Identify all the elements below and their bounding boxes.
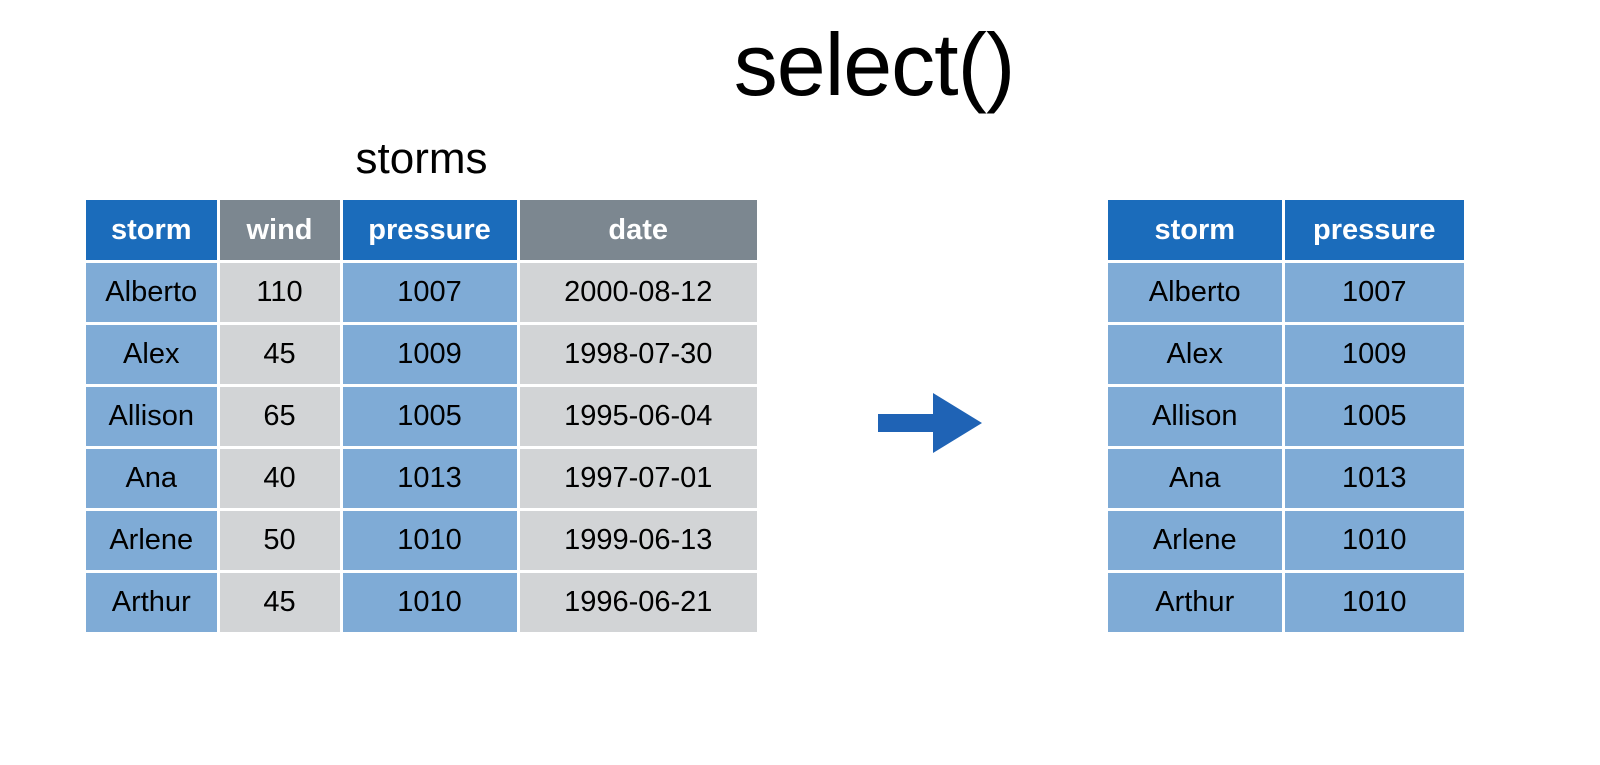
source-cell-wind: 45 [218,571,343,632]
source-cell-storm: Alberto [86,261,220,325]
right-arrow-icon [878,393,982,453]
result-cell-pressure: 1007 [1283,261,1464,325]
result-cell-pressure: 1010 [1283,571,1464,632]
source-col-header-date: date [518,200,757,263]
source-cell-wind: 65 [218,385,343,449]
source-col-header-pressure: pressure [341,200,520,263]
source-cell-date: 1996-06-21 [518,571,757,632]
result-cell-storm: Alberto [1108,261,1285,325]
source-cell-storm: Alex [86,323,220,387]
source-cell-wind: 110 [218,261,343,325]
source-col-header-storm: storm [86,200,220,263]
source-cell-pressure: 1010 [341,571,520,632]
source-cell-date: 1998-07-30 [518,323,757,387]
source-col-header-wind: wind [218,200,343,263]
source-cell-date: 1999-06-13 [518,509,757,573]
result-col-header-storm: storm [1108,200,1285,263]
result-cell-storm: Allison [1108,385,1285,449]
source-cell-date: 2000-08-12 [518,261,757,325]
result-cell-storm: Alex [1108,323,1285,387]
result-cell-pressure: 1009 [1283,323,1464,387]
source-cell-pressure: 1010 [341,509,520,573]
result-cell-pressure: 1013 [1283,447,1464,511]
source-cell-storm: Allison [86,385,220,449]
source-cell-pressure: 1009 [341,323,520,387]
source-cell-pressure: 1005 [341,385,520,449]
result-cell-storm: Arthur [1108,571,1285,632]
result-cell-pressure: 1005 [1283,385,1464,449]
source-cell-date: 1995-06-04 [518,385,757,449]
result-cell-storm: Ana [1108,447,1285,511]
result-cell-storm: Arlene [1108,509,1285,573]
source-cell-storm: Arlene [86,509,220,573]
source-cell-pressure: 1007 [341,261,520,325]
source-cell-wind: 40 [218,447,343,511]
source-cell-storm: Ana [86,447,220,511]
source-cell-wind: 45 [218,323,343,387]
source-table-label: storms [355,134,488,183]
result-cell-pressure: 1010 [1283,509,1464,573]
source-cell-wind: 50 [218,509,343,573]
source-cell-storm: Arthur [86,571,220,632]
page-title: select() [733,15,1016,114]
source-cell-pressure: 1013 [341,447,520,511]
result-col-header-pressure: pressure [1283,200,1464,263]
source-cell-date: 1997-07-01 [518,447,757,511]
